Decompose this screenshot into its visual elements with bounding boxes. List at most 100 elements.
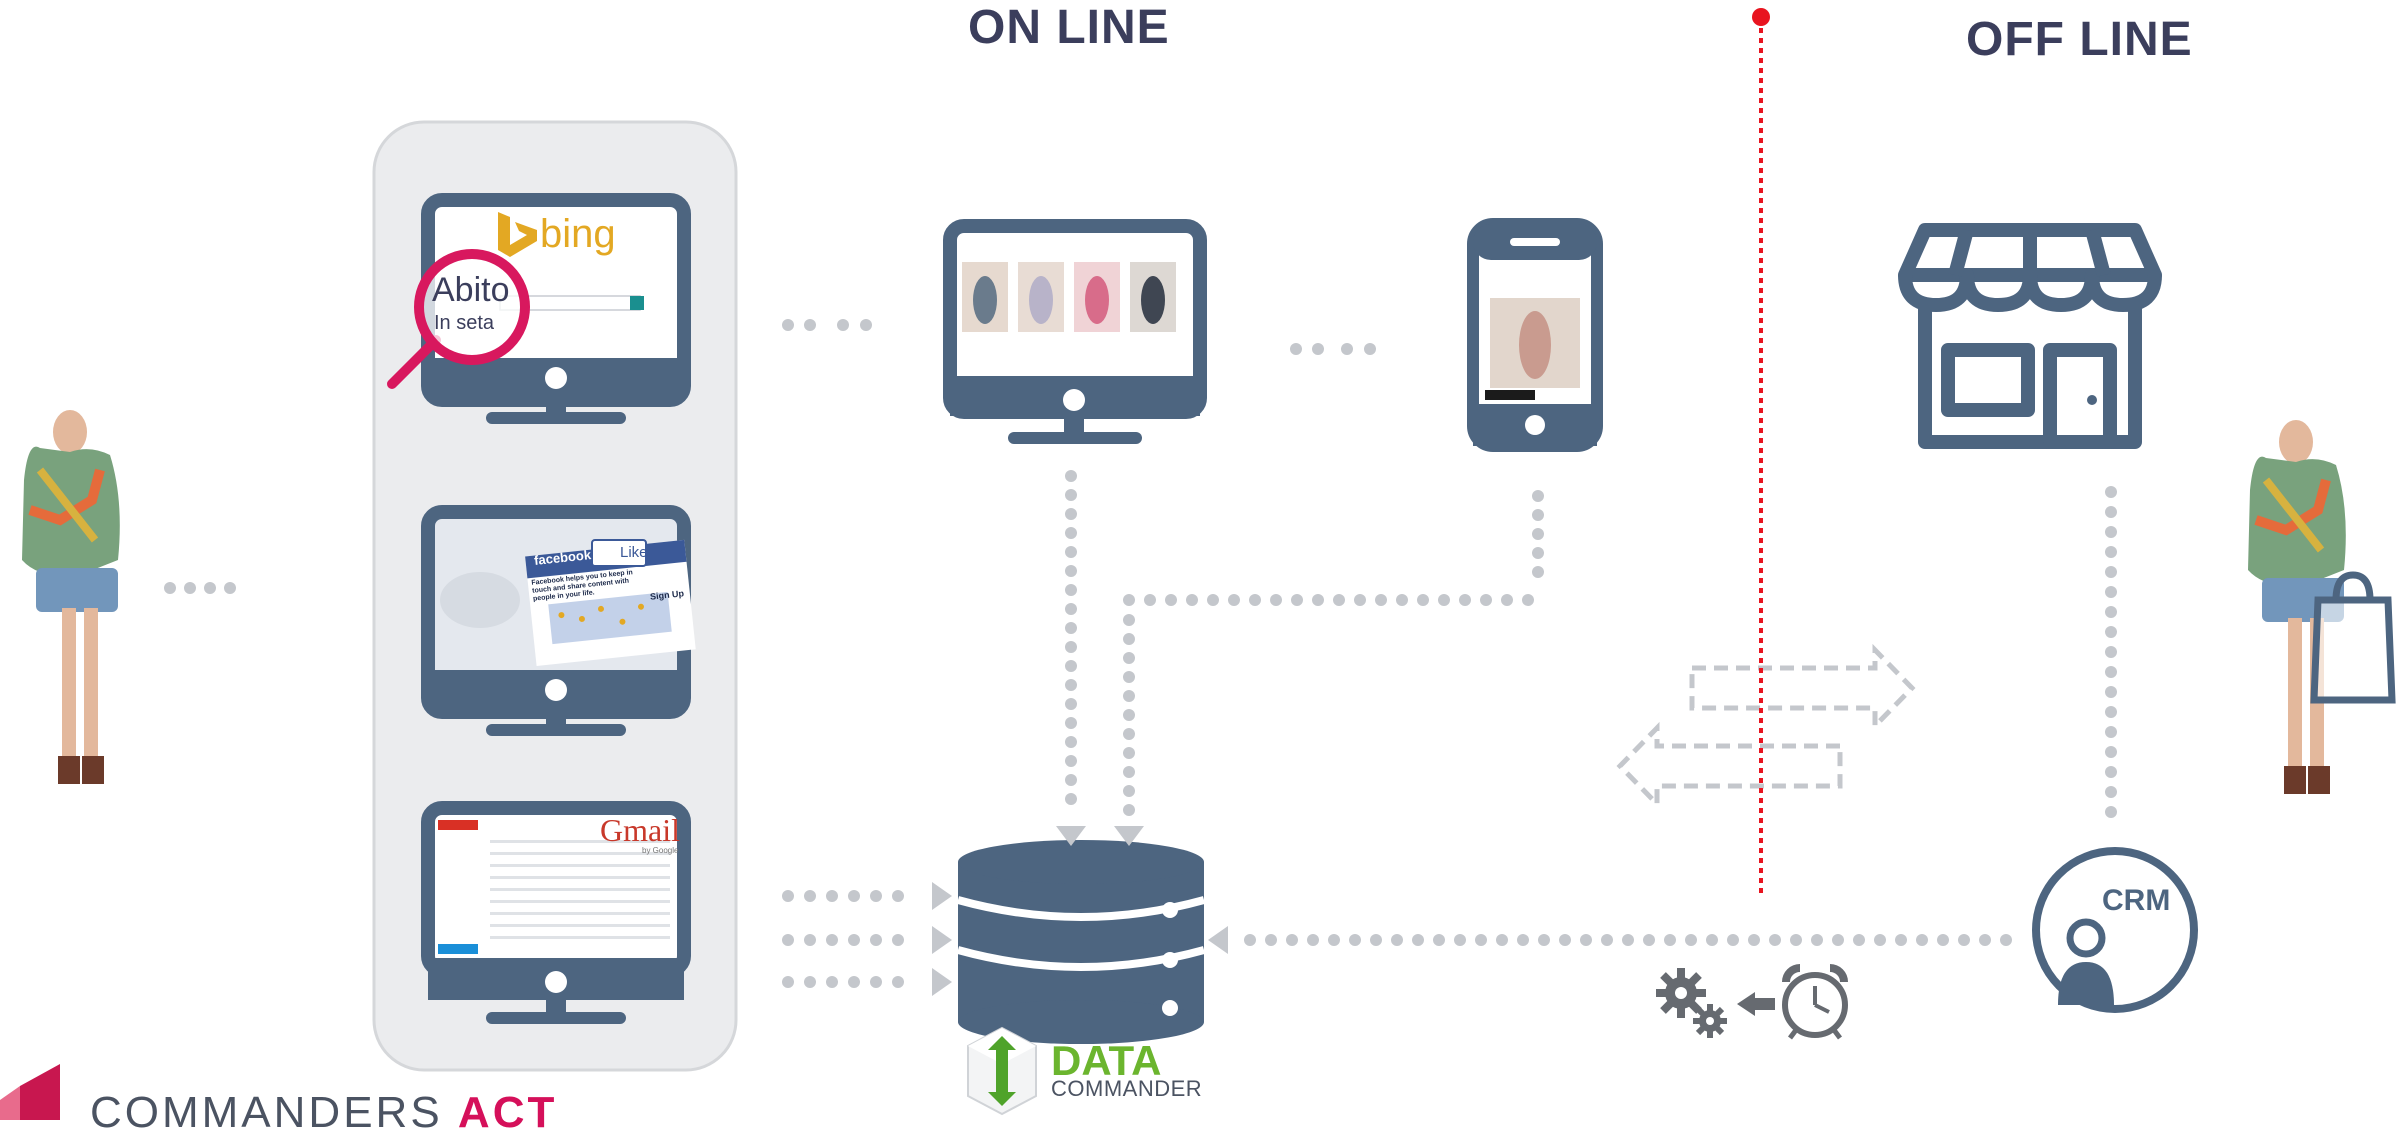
connector-dot (2105, 706, 2117, 718)
bing-logo-icon (498, 212, 537, 257)
connector-dot (1286, 934, 1298, 946)
right-person-icon (2248, 420, 2346, 794)
connector-dot (1522, 594, 1534, 606)
connector-dot (1832, 934, 1844, 946)
bing-label: bing (540, 212, 616, 256)
gmail-brand: Gmail (600, 812, 680, 848)
connector-dot (1874, 934, 1886, 946)
connector-dot (1244, 934, 1256, 946)
connector-dot (1065, 679, 1077, 691)
connector-dot (1532, 490, 1544, 502)
connector-dot (1685, 934, 1697, 946)
connector-dot (1270, 594, 1282, 606)
connector-dot (1895, 934, 1907, 946)
connector-dot (1853, 934, 1865, 946)
crm-icon (2032, 847, 2198, 1013)
connector-dot (1475, 934, 1487, 946)
arrow-left-icon (1737, 992, 1775, 1016)
connector-dot (2105, 786, 2117, 798)
connector-dot (1165, 594, 1177, 606)
connector-dot (2105, 606, 2117, 618)
connector-dot (1643, 934, 1655, 946)
connector-dot (2105, 806, 2117, 818)
connector-dot (1065, 755, 1077, 767)
connector-dot (1065, 565, 1077, 577)
connector-dot (1186, 594, 1198, 606)
connector-dot (1065, 489, 1077, 501)
connector-dot (1065, 546, 1077, 558)
connector-dot (1065, 527, 1077, 539)
gears-icon (1656, 968, 1727, 1038)
connector-dot (1123, 766, 1135, 778)
connector-dot (1454, 934, 1466, 946)
search-query-line1: Abito (432, 271, 510, 309)
connector-dot (1123, 614, 1135, 626)
database-icon (956, 840, 1206, 1044)
connector-dot (1916, 934, 1928, 946)
connector-dot (1123, 728, 1135, 740)
connector-dot (1532, 547, 1544, 559)
connector-dot (1559, 934, 1571, 946)
connector-dot (2105, 646, 2117, 658)
connector-dot (1391, 934, 1403, 946)
connector-dot (2105, 726, 2117, 738)
connector-dot (2105, 486, 2117, 498)
brand-suffix: ACT (457, 1088, 558, 1137)
connector-dot (1328, 934, 1340, 946)
connector-dot (1065, 603, 1077, 615)
connector-dot (1354, 594, 1366, 606)
connector-dot (1065, 793, 1077, 805)
connector-dot (1412, 934, 1424, 946)
connector-dot (1123, 633, 1135, 645)
connector-dot (2105, 566, 2117, 578)
connector-dot (1349, 934, 1361, 946)
brand-name: COMMANDERS (90, 1088, 443, 1137)
connector-dot (2000, 934, 2012, 946)
connector-dot (1123, 671, 1135, 683)
connector-dot (1123, 747, 1135, 759)
connector-dot (1769, 934, 1781, 946)
connector-dot (1664, 934, 1676, 946)
connector-dot (1370, 934, 1382, 946)
connector-dot (1532, 566, 1544, 578)
connector-dot (1811, 934, 1823, 946)
ecommerce-monitor (943, 219, 1207, 444)
exchange-arrows-icon (1616, 643, 1916, 811)
gmail-by-google: by Google (642, 846, 679, 855)
commanders-act-brand: COMMANDERS ACT (90, 1088, 557, 1138)
arrowheads (932, 826, 1228, 996)
connector-dot (1496, 934, 1508, 946)
connector-dot (1123, 594, 1135, 606)
connector-dot (1207, 594, 1219, 606)
connector-dot (1622, 934, 1634, 946)
connector-dot (1532, 528, 1544, 540)
connector-dot (1291, 594, 1303, 606)
connector-dot (1748, 934, 1760, 946)
connector-dot (1396, 594, 1408, 606)
connector-dot (1727, 934, 1739, 946)
alarm-clock-icon (1782, 964, 1848, 1040)
connector-dot (1480, 594, 1492, 606)
connector-dot (2105, 526, 2117, 538)
connector-dot (1065, 641, 1077, 653)
connector-dot (1065, 717, 1077, 729)
connector-dot (1144, 594, 1156, 606)
store-icon (1898, 223, 2162, 449)
connector-dot (1065, 736, 1077, 748)
crm-label: CRM (2102, 884, 2171, 917)
dotted-connectors (164, 319, 1376, 988)
data-commander-word2: COMMANDER (1051, 1076, 1203, 1101)
magnifier-icon (387, 249, 530, 389)
gmail-monitor (421, 801, 691, 1024)
connector-dot (1065, 660, 1077, 672)
connector-dot (1438, 594, 1450, 606)
connector-dot (1065, 622, 1077, 634)
shopping-bag-icon (2310, 571, 2396, 704)
connector-dot (1333, 594, 1345, 606)
connector-dot (1065, 698, 1077, 710)
connector-dot (1459, 594, 1471, 606)
search-query-line2: In seta (434, 312, 495, 334)
connector-dot (1417, 594, 1429, 606)
connector-dot (1123, 690, 1135, 702)
connector-dot (1065, 508, 1077, 520)
